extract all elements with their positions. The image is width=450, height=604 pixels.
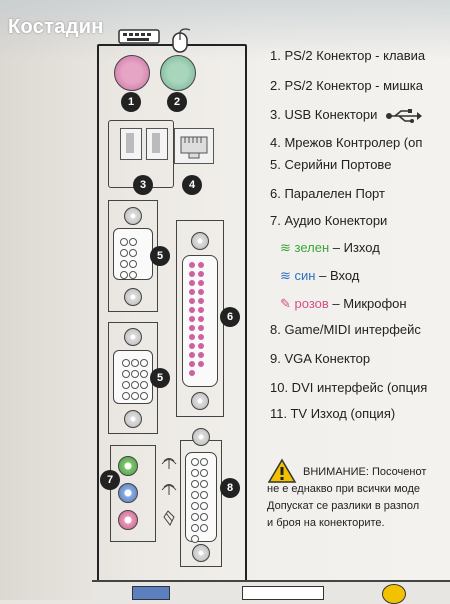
warning-line-2: не е еднакво при всички моде (267, 483, 420, 495)
usb-port (120, 128, 142, 160)
badge-3: 3 (133, 175, 153, 195)
legend-item-3: 3. USB Конектори (270, 107, 423, 123)
warning-note: ВНИМАНИЕ: Посоченот не е еднакво при вси… (267, 458, 450, 532)
usb-port (146, 128, 168, 160)
mic-jack (118, 510, 138, 530)
legend-item-3-label: 3. USB Конектори (270, 107, 378, 122)
screw (192, 428, 210, 446)
legend-item-2: 2. PS/2 Конектор - мишка (270, 78, 423, 93)
parallel-port (182, 255, 218, 387)
warning-line-3: Допускат се разлики в разпол (267, 500, 420, 512)
microphone-icon: ✎ (280, 296, 291, 311)
vga-port-blue (132, 586, 170, 600)
legend-item-5: 5. Серийни Портове (270, 157, 392, 172)
badge-2: 2 (167, 92, 187, 112)
legend-item-7: 7. Аудио Конектори (270, 213, 388, 228)
page-shade (0, 0, 450, 60)
badge-5b: 5 (150, 368, 170, 388)
legend-item-1: 1. PS/2 Конектор - клавиа (270, 48, 426, 63)
audio-desc-in: – Вход (315, 268, 360, 283)
warning-line-1: ВНИМАНИЕ: Посоченот (267, 464, 450, 481)
audio-in-jack (118, 483, 138, 503)
tv-out-port (382, 584, 406, 604)
serial-port-2 (113, 350, 153, 404)
game-port (185, 452, 217, 543)
warning-line-4: и броя на конекторите. (267, 517, 385, 529)
audio-symbols-icon (161, 458, 177, 526)
legend-item-6: 6. Паралелен Порт (270, 186, 385, 201)
legend-item-4: 4. Мрежов Контролер (оп (270, 135, 423, 150)
usb-icon (386, 108, 422, 123)
screw (124, 207, 142, 225)
warning-text-1: Посоченот (372, 466, 427, 478)
audio-desc-out: – Изход (329, 240, 380, 255)
badge-7: 7 (100, 470, 120, 490)
screw (191, 392, 209, 410)
screw (192, 544, 210, 562)
audio-color-pink: розов (294, 296, 329, 311)
audio-bracket (110, 445, 156, 542)
audio-out-jack (118, 456, 138, 476)
audio-color-blue: син (294, 268, 316, 283)
wave-out-icon: ≋ (280, 240, 291, 255)
mouse-icon (172, 28, 191, 53)
badge-5: 5 (150, 246, 170, 266)
badge-1: 1 (121, 92, 141, 112)
rj45-pins-icon (180, 136, 208, 159)
screw (124, 328, 142, 346)
badge-6: 6 (220, 307, 240, 327)
badge-8: 8 (220, 478, 240, 498)
audio-line-in: ≋ син – Вход (280, 268, 359, 284)
screw (124, 288, 142, 306)
audio-color-green: зелен (294, 240, 330, 255)
keyboard-icon (118, 29, 160, 44)
lan-port (174, 128, 214, 164)
ps2-keyboard-port (114, 55, 150, 91)
legend-item-9: 9. VGA Конектор (270, 351, 371, 366)
bottom-panel-strip (92, 580, 450, 604)
serial-port-1 (113, 228, 153, 280)
legend-item-10: 10. DVI интерфейс (опция (270, 380, 428, 395)
watermark-seller-name: Костадин (8, 16, 104, 38)
audio-line-out: ≋ зелен – Изход (280, 240, 380, 256)
wave-in-icon: ≋ (280, 268, 291, 283)
legend-item-8: 8. Game/MIDI интерфейс (270, 322, 421, 337)
audio-desc-mic: – Микрофон (328, 296, 407, 311)
warning-lead: ВНИМАНИЕ: (303, 466, 372, 478)
badge-4: 4 (182, 175, 202, 195)
screw (124, 410, 142, 428)
ps2-mouse-port (160, 55, 196, 91)
audio-mic: ✎ розов – Микрофон (280, 296, 407, 312)
screw (191, 232, 209, 250)
legend-item-11: 11. TV Изход (опция) (270, 406, 396, 421)
warning-icon (267, 458, 297, 483)
dvi-port (242, 586, 324, 600)
